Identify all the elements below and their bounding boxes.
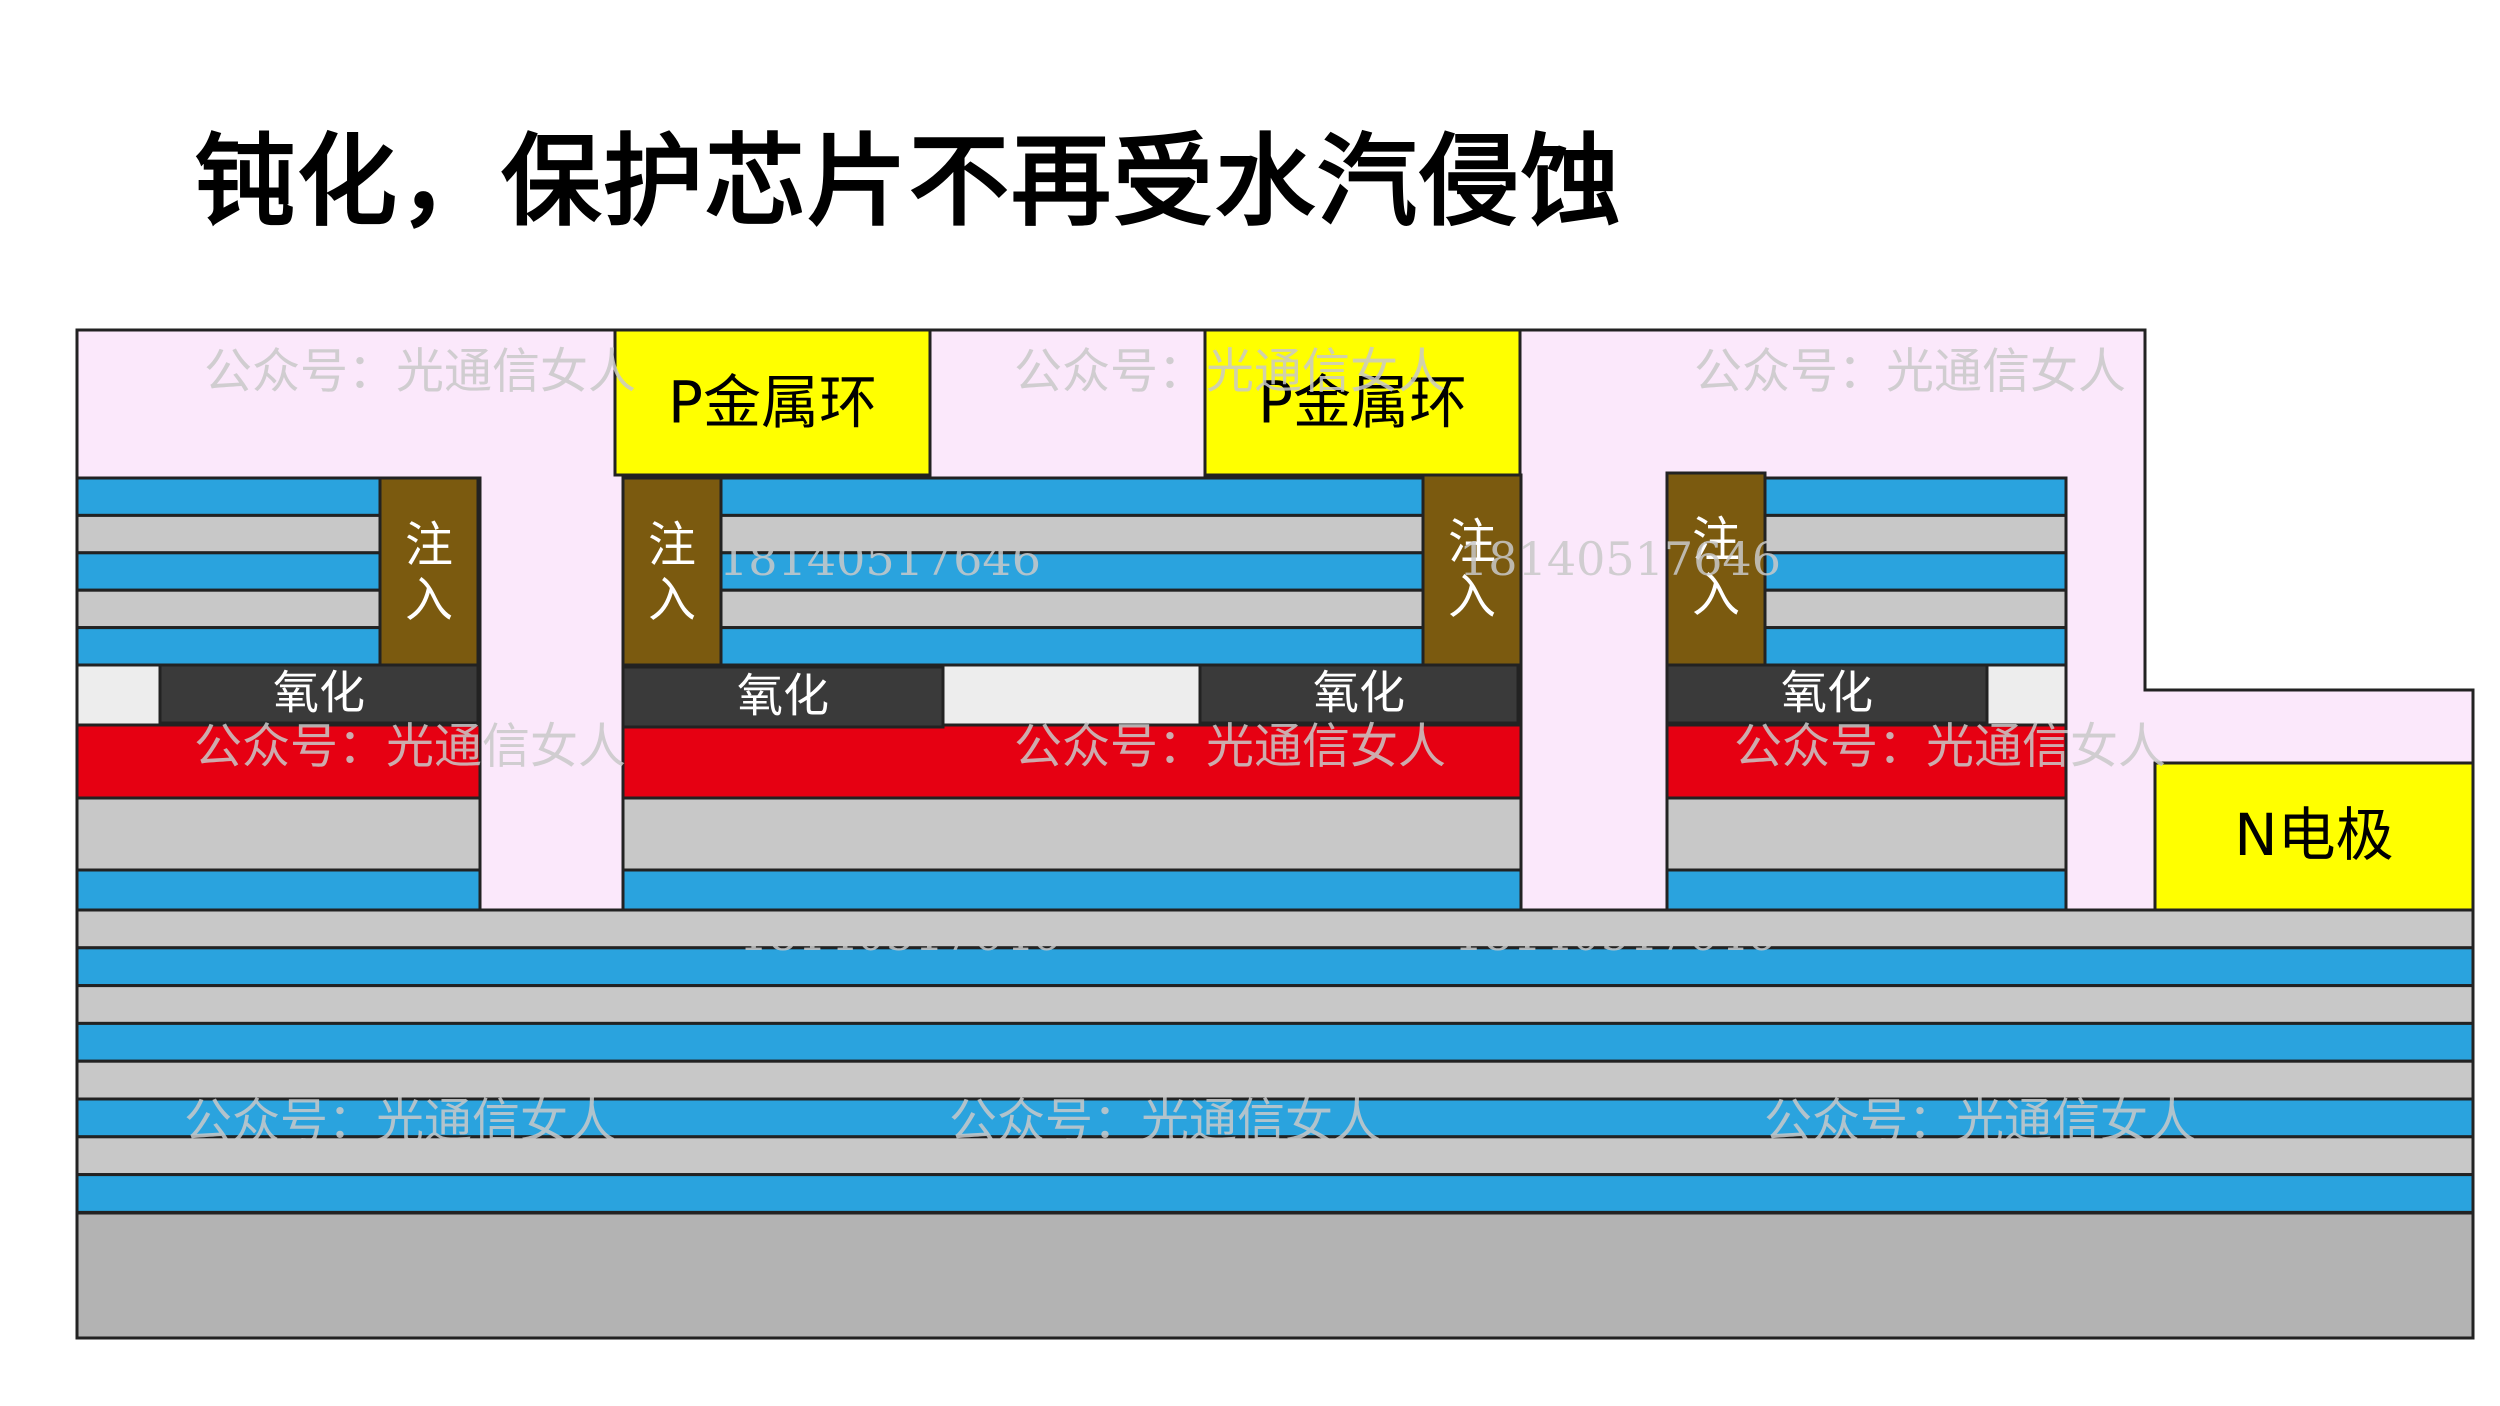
bottom-dbr-layer [75,984,2475,1025]
implant-region [378,476,480,667]
implant-region [621,476,723,667]
implant-region [1665,471,1767,667]
page-title: 钝化，保护芯片不再受水汽侵蚀 [195,123,1623,240]
implant-label-char2: 入 [1692,567,1740,623]
watermark-phone: 18140517646 [739,907,1061,961]
oxide-label: 氧化 [1313,666,1405,720]
diagram-watermarks: 公众号：光通信女人公众号：光通信女人公众号：光通信女人公众号：光通信女人公众号：… [184,344,2196,1150]
implant-label-char1: 注 [648,517,696,573]
bottom-dbr-layer [75,946,2475,988]
mesa-lower-blue-layer [75,868,482,912]
diagram-shapes [75,328,2475,1340]
watermark-phone: 18140517646 [719,532,1041,586]
oxide-layer [1198,663,1520,725]
p-metal-ring [613,328,932,477]
implant-label-char2: 入 [648,572,696,628]
active-region [621,723,1523,800]
bottom-dbr-layer [75,1097,2475,1139]
bottom-dbr-layer [75,1135,2475,1177]
top-dbr-layer [621,626,1523,667]
p-metal-ring [1203,328,1522,477]
implant-label-char1: 注 [1448,514,1496,570]
bottom-dbr-layer [75,908,2475,950]
watermark-account: 公众号：光通信女人 [184,1094,616,1150]
oxide-layer [621,665,945,729]
watermark-account: 公众号：光通信女人 [1694,344,2126,400]
mesa-lower-gray-layer [75,796,482,872]
watermark-account: 公众号：光通信女人 [204,344,636,400]
watermark-account: 公众号：光通信女人 [1764,1094,2196,1150]
bottom-dbr-layer [75,1173,2475,1214]
p-metal-ring-label: P金属环 [668,369,877,437]
top-dbr-layer [621,588,1523,630]
mesa-lower-blue-layer [1665,868,2068,912]
implant-label-char1: 注 [405,517,453,573]
watermark-phone: 18140517646 [1454,907,1776,961]
oxide-label: 氧化 [1781,666,1873,720]
implant-label-char2: 入 [405,572,453,628]
implant-label-char2: 入 [1448,569,1496,625]
watermark-account: 公众号：光通信女人 [194,719,626,775]
watermark-phone: 18140517646 [1459,532,1781,586]
top-dbr-layer [621,476,1523,517]
oxide-layer [1665,663,1989,725]
mesa-lower-blue-layer [621,868,1523,912]
substrate [75,1211,2475,1340]
mesa-lower-gray-layer [621,796,1523,872]
oxide-label: 氧化 [273,666,365,720]
watermark-account: 公众号：光通信女人 [1014,719,1446,775]
watermark-account: 公众号：光通信女人 [1014,344,1446,400]
n-electrode-label: N电极 [2234,801,2393,869]
mesa-lower-gray-layer [1665,796,2068,872]
oxide-layer [158,663,480,725]
n-electrode [2153,761,2475,912]
watermark-account: 公众号：光通信女人 [1734,719,2166,775]
oxide-label: 氧化 [737,669,829,723]
active-region [75,723,482,800]
p-metal-ring-label: P金属环 [1258,369,1467,437]
bottom-dbr-layer [75,1021,2475,1063]
implant-label-char1: 注 [1692,512,1740,568]
implant-region [1421,473,1523,667]
watermark-account: 公众号：光通信女人 [949,1094,1381,1150]
